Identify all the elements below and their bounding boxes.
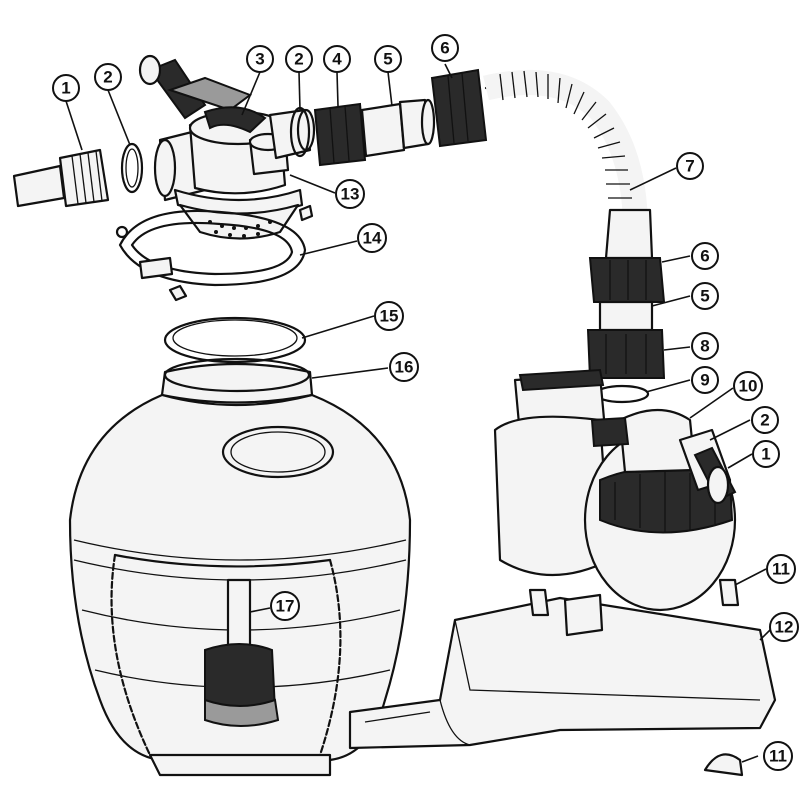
callout-1a: 1 [52,74,80,102]
callout-label: 5 [700,287,709,306]
callout-label: 2 [294,50,303,69]
callout-11a: 11 [766,554,796,584]
callout-5b: 5 [691,282,719,310]
callout-14: 14 [357,223,387,253]
callout-label: 2 [760,411,769,430]
callout-label: 13 [341,185,360,204]
valve-outlet-fittings [289,68,488,167]
callout-13: 13 [335,179,365,209]
multiport-valve [138,54,316,217]
standpipe [204,578,280,727]
callout-label: 9 [700,371,709,390]
callout-2a: 2 [94,63,122,91]
callout-12: 12 [769,612,799,642]
pump-assembly [493,368,737,612]
pump-base [348,578,777,777]
callout-16: 16 [389,352,419,382]
o-ring-left [120,142,144,194]
callout-label: 3 [255,50,264,69]
callout-6a: 6 [431,34,459,62]
callout-label: 7 [685,157,694,176]
hose-connector-left [12,148,110,208]
callout-label: 5 [383,50,392,69]
callout-label: 4 [332,50,342,69]
callout-label: 1 [761,445,770,464]
callout-1b: 1 [752,440,780,468]
callout-label: 17 [276,597,295,616]
callout-5a: 5 [374,45,402,73]
callout-4: 4 [323,45,351,73]
callout-6b: 6 [691,242,719,270]
callout-10: 10 [733,371,763,401]
callout-3: 3 [246,45,274,73]
callout-15: 15 [374,301,404,331]
tank-clamp [115,209,307,302]
callout-7: 7 [676,152,704,180]
hose-lower-fittings [586,257,666,379]
tank-o-ring [163,316,307,364]
callout-label: 12 [775,618,794,637]
o-ring-9 [594,384,650,404]
callout-label: 14 [363,229,382,248]
callout-17: 17 [270,591,300,621]
callout-label: 1 [61,79,70,98]
flexible-hose [483,69,654,260]
callout-2b: 2 [285,45,313,73]
callout-9: 9 [691,366,719,394]
callout-label: 2 [103,68,112,87]
callout-2c: 2 [751,406,779,434]
callout-label: 10 [739,377,758,396]
callout-label: 15 [380,307,399,326]
callout-label: 6 [700,247,709,266]
callout-label: 11 [772,560,790,579]
callout-label: 6 [440,39,449,58]
callout-label: 11 [769,747,787,766]
callout-11b: 11 [763,741,793,771]
callout-label: 16 [395,358,414,377]
callout-8: 8 [691,332,719,360]
callout-label: 8 [700,337,709,356]
